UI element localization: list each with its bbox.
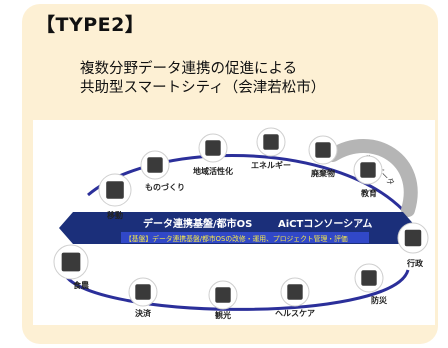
subtitle: 複数分野データ連携の促進による 共助型スマートシティ（会津若松市） bbox=[80, 60, 325, 98]
smart-city-diagram: 共創データ データ連携基盤/都市OS AiCTコンソーシアム 【基盤】データ連携… bbox=[33, 120, 435, 325]
field-label: 観光 bbox=[215, 310, 231, 320]
field-label: ヘルスケア bbox=[275, 309, 315, 318]
band-right-text: AiCTコンソーシアム bbox=[278, 218, 372, 230]
disaster-icon bbox=[361, 270, 377, 286]
factory-icon bbox=[147, 157, 163, 173]
subtitle-line-2: 共助型スマートシティ（会津若松市） bbox=[80, 80, 326, 96]
field-label: 決済 bbox=[135, 308, 152, 318]
share-arc bbox=[326, 139, 418, 217]
type-heading: 【TYPE2】 bbox=[36, 14, 145, 36]
community-icon bbox=[205, 140, 221, 156]
field-label: 地域活性化 bbox=[193, 166, 233, 176]
payment-icon bbox=[135, 284, 151, 300]
sub-band bbox=[121, 232, 369, 243]
field-label: 食農 bbox=[73, 280, 89, 290]
health-icon bbox=[287, 284, 303, 300]
diagram-svg: 共創データ データ連携基盤/都市OS AiCTコンソーシアム 【基盤】データ連携… bbox=[53, 127, 429, 320]
field-label: 廃棄物 bbox=[311, 168, 335, 178]
field-label: エネルギー bbox=[251, 160, 291, 170]
field-label: 行政 bbox=[406, 258, 423, 268]
sightseeing-icon bbox=[215, 287, 231, 303]
field-label: 防災 bbox=[371, 295, 388, 305]
bus-icon bbox=[106, 181, 124, 199]
ring-bottom bbox=[61, 269, 410, 311]
government-icon bbox=[404, 229, 422, 247]
band-left-text: データ連携基盤/都市OS bbox=[143, 217, 252, 230]
agriculture-icon bbox=[61, 252, 81, 272]
sub-band-text: 【基盤】データ連携基盤/都市OSの改修・運用、プロジェクト管理・評価 bbox=[125, 234, 348, 243]
recycle-icon bbox=[315, 142, 331, 158]
field-label: ものづくり bbox=[145, 182, 185, 192]
subtitle-line-1: 複数分野データ連携の促進による bbox=[80, 61, 298, 77]
energy-icon bbox=[263, 134, 279, 150]
field-label: 移動 bbox=[107, 210, 123, 220]
school-icon bbox=[360, 162, 376, 178]
field-label: 教育 bbox=[360, 188, 377, 198]
